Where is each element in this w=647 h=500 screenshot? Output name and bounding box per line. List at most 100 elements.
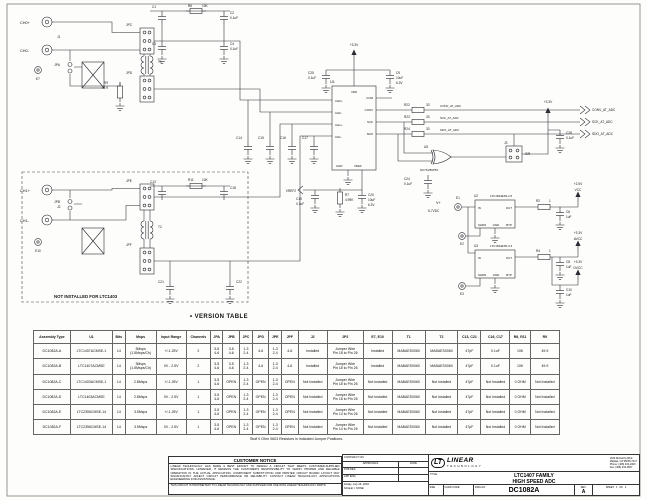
label-c6: C6	[566, 210, 570, 214]
ground-icon	[309, 155, 319, 164]
version-table-cell: OPEN	[251, 419, 270, 436]
version-table-cell: 4-6	[251, 343, 270, 360]
header-jpc	[139, 27, 155, 55]
version-table-col-header: Input Range	[155, 329, 187, 345]
version-table-cell: LTC1403ACMSE	[69, 388, 114, 405]
label-u2-pn: LTC1844ES5-2.5	[490, 194, 513, 198]
version-table-cell: 2.8Msps	[124, 373, 157, 390]
capacitor-c22	[225, 280, 235, 296]
ic-u1-adc	[331, 85, 377, 171]
label-vdd-rail: +3.3V	[350, 43, 359, 47]
version-table-cell: 4-6	[251, 358, 270, 375]
label-c21: C21	[158, 280, 164, 284]
plot-date: Friday, July 16, 2004	[344, 483, 369, 486]
component-outline	[81, 227, 105, 255]
cadd-code-cell: CADD CODE	[444, 485, 474, 495]
ground-icon	[165, 295, 175, 304]
version-table-cell: MABAES0060	[391, 419, 426, 436]
capacitor-c13	[157, 185, 167, 201]
label-r2-value: 1	[549, 199, 551, 203]
flag-conv: CONV_AT_ADC	[592, 108, 616, 112]
label-c8-value: 1uF	[566, 265, 572, 269]
version-table-cell: Not Installed	[297, 373, 328, 390]
label-r6-value: 10K	[202, 4, 209, 8]
company-address-line: Fax: (408) 434-0507	[609, 466, 633, 470]
header-jpd	[139, 75, 155, 103]
version-table-cell: 1	[185, 419, 211, 436]
version-table-cell: 0 OHM	[509, 388, 531, 405]
title-block-approvals: CONTRACT NO. APPROVALS DATE PCB DES. APP…	[343, 455, 429, 495]
version-table-col-header: J2	[297, 329, 328, 345]
label-c14: C14	[236, 136, 242, 140]
version-table-cell: MABAES0060	[391, 403, 426, 421]
ground-icon	[225, 295, 235, 304]
title-block-main: LT LINEAR TECHNOLOGY 1630 McCarthy Blvd.…	[429, 455, 639, 495]
label-u3: U3	[474, 244, 478, 248]
ground-icon	[555, 299, 565, 308]
version-table-heading: • VERSION TABLE	[190, 314, 248, 320]
version-table-cell: LTC1407ACMSE	[69, 358, 114, 375]
version-table-cell: 0V - 2.5V	[155, 419, 187, 436]
version-table-col-header: JPE	[268, 329, 282, 345]
brand-line1: LINEAR	[447, 457, 474, 465]
label-c17: C17	[302, 136, 308, 140]
jumper-jpa-pin	[67, 62, 73, 67]
turret-e10	[34, 238, 42, 246]
version-table-cell: 47pF	[457, 388, 482, 405]
u2-pin-gnd: GND	[493, 223, 499, 227]
version-table-cell: 3-5 4-6	[209, 358, 224, 375]
jumper-jpb-pin	[67, 205, 73, 211]
version-table-cell: 0 OHM	[509, 419, 531, 436]
version-table-cell: OPEN	[251, 373, 270, 390]
u2-pin-shdn: SHDN	[478, 223, 486, 227]
label-ch1p: CH1+	[20, 189, 31, 193]
dwg-no-label: DWG NO.	[475, 485, 486, 489]
version-table-cell: 1	[185, 373, 211, 390]
ground-icon	[243, 155, 253, 164]
version-table-cell: Not Installed	[424, 403, 459, 421]
label-jpa: JPA	[54, 63, 60, 67]
label-r24-value: 33	[426, 127, 430, 131]
version-table-cell: MABAES0060	[391, 343, 426, 360]
version-table-col-header: Bits	[112, 329, 126, 345]
ground-icon	[423, 189, 433, 198]
u3-pin-in: IN	[478, 256, 481, 260]
label-c25: C25	[308, 71, 314, 75]
bnc-ch1m	[41, 214, 55, 226]
capacitor-c4	[219, 40, 229, 56]
brand-text: LINEAR TECHNOLOGY	[447, 458, 482, 467]
version-table-cell: Not Installed	[362, 419, 393, 436]
ground-icon	[321, 84, 331, 93]
sheet-label: SHEET	[605, 485, 615, 489]
company-address: 1630 McCarthy Blvd. Milpitas, CA 95035-7…	[610, 457, 639, 470]
label-c24-value: 0.1uF	[404, 182, 412, 186]
of-label: OF	[619, 485, 623, 489]
component-outline-x	[81, 227, 105, 255]
label-u2: U2	[474, 194, 478, 198]
version-table-cell: 2.8Msps	[124, 388, 157, 405]
proprietary-note: THIS CIRCUIT IS PROPRIETARY TO LINEAR TE…	[169, 482, 341, 489]
label-r23-value: 33	[426, 115, 430, 119]
ic-u2-regulator	[474, 199, 516, 229]
flag-sck: SCK_AT_ADC	[592, 120, 613, 124]
flag-vref2: VREF2	[286, 189, 297, 193]
label-c2-value: 0.1uF	[230, 16, 238, 20]
label-dvcc-voltage: +3.3V	[574, 260, 583, 264]
pin-sdo: SDO	[367, 132, 374, 136]
capacitor-c15	[265, 140, 275, 156]
version-table-cell: Not Installed	[362, 373, 393, 390]
version-table-cell: Jumper Wire Pin 14 to Pin 26	[326, 419, 364, 436]
version-table-cell: Not Installed	[297, 403, 328, 421]
drawing-title-line1: LTC1407 FAMILY	[514, 473, 554, 479]
capacitor-c25	[321, 69, 331, 85]
resistor-r9	[117, 81, 123, 103]
label-c8: C8	[566, 260, 570, 264]
label-c4: C4	[230, 42, 234, 46]
label-c1: C1	[152, 5, 156, 9]
label-vrange: 5-7VDC	[428, 209, 440, 213]
brand-line2: TECHNOLOGY	[447, 463, 483, 468]
version-table-cell: DC1082A-D	[33, 388, 71, 405]
version-table-cell: 0.1uF	[480, 343, 511, 360]
size-cell: SIZE	[429, 485, 444, 495]
